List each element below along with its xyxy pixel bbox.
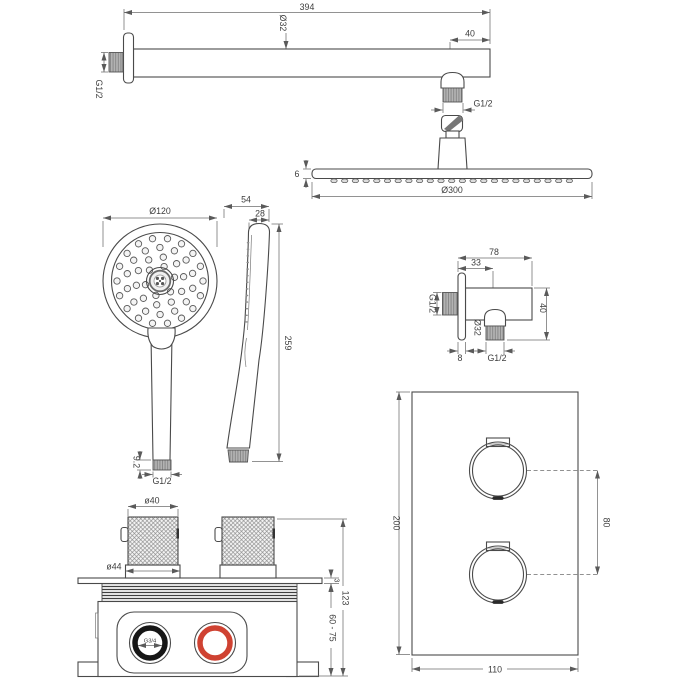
overhead-shower-drawing: 6 Ø300 bbox=[295, 160, 593, 199]
dim-arm-outlet-thread: G1/2 bbox=[473, 99, 492, 109]
dim-hand-shower-depth: 54 bbox=[241, 195, 251, 205]
left-collar bbox=[124, 564, 181, 579]
dim-hand-shower-width: 28 bbox=[255, 209, 265, 219]
dim-arm-length: 394 bbox=[300, 2, 315, 12]
dim-hand-shower-thread: G1/2 bbox=[152, 476, 171, 486]
dim-arm-wall-thread: G1/2 bbox=[94, 79, 104, 98]
top-knob-marker bbox=[492, 496, 504, 500]
dimension-lines bbox=[102, 215, 218, 247]
valve-face-panel bbox=[116, 611, 248, 674]
hand-shower-side-drawing: 54 28 259 bbox=[223, 195, 293, 463]
right-knob bbox=[221, 516, 275, 566]
dim-outlet-inlet-thread: G1/2 bbox=[428, 294, 438, 313]
bottom-knob-marker bbox=[492, 600, 504, 604]
hand-shower-front-drawing: Ø120 9.2 G1/2 bbox=[102, 206, 218, 486]
dim-head-diameter: Ø300 bbox=[441, 185, 463, 195]
dim-arm-offset: 40 bbox=[465, 29, 475, 39]
cold-port-outer bbox=[128, 621, 172, 665]
left-knob bbox=[127, 516, 179, 566]
dim-knob-diameter: ø40 bbox=[144, 496, 159, 506]
dim-arm-diameter: Ø32 bbox=[278, 15, 288, 32]
hand-shower-nozzles bbox=[113, 235, 207, 327]
dim-plate-thickness: 3 bbox=[333, 579, 340, 583]
face-edge-line bbox=[247, 234, 252, 331]
dim-head-thickness: 6 bbox=[295, 169, 300, 179]
dimension-lines bbox=[303, 160, 593, 199]
hot-port-ring bbox=[197, 625, 233, 661]
ball-joint-neck bbox=[445, 130, 460, 139]
right-knob-tab bbox=[214, 526, 223, 543]
side-thread bbox=[227, 449, 249, 463]
shower-arm-tube bbox=[132, 48, 491, 78]
hot-port-outer bbox=[193, 621, 237, 665]
outlet-dome bbox=[483, 308, 507, 327]
arm-outlet-dome bbox=[440, 71, 465, 89]
left-knob-tab bbox=[120, 526, 129, 543]
dim-outlet-offset: 33 bbox=[471, 258, 481, 268]
valve-body bbox=[97, 600, 298, 678]
hand-shower-side-profile bbox=[226, 222, 271, 449]
overhead-nozzles bbox=[330, 178, 573, 184]
valve-adjust-section bbox=[101, 583, 298, 602]
button-profile-line bbox=[244, 337, 247, 368]
dim-outlet-diameter: Ø32 bbox=[473, 319, 483, 336]
dim-plate-height: 200 bbox=[392, 516, 402, 531]
wall-outlet-drawing: 78 33 G1/2 Ø32 40 8 G1/2 bbox=[428, 247, 550, 363]
ball-joint-band bbox=[444, 115, 464, 132]
valve-side-tab bbox=[95, 612, 99, 639]
dimension-lines bbox=[137, 451, 182, 479]
valve-body-drawing: ø40 ø44 G3/4 3 123 60 - 75 bbox=[77, 496, 351, 678]
ceiling-arm-drawing: 394 Ø32 40 G1/2 G1/2 bbox=[94, 2, 493, 170]
right-knob-tick bbox=[272, 528, 275, 539]
right-collar bbox=[219, 564, 277, 579]
head-stem bbox=[437, 137, 468, 170]
dim-install-depth: 60 - 75 bbox=[328, 614, 338, 641]
dim-knob-spacing: 80 bbox=[602, 518, 612, 528]
hand-shower-handle bbox=[150, 334, 173, 461]
hub-outer-ring bbox=[145, 266, 175, 296]
dim-hand-shower-thread-length: 9.2 bbox=[132, 456, 142, 468]
outlet-thread bbox=[485, 325, 505, 341]
hand-shower-thread bbox=[152, 459, 172, 471]
dim-hand-shower-diameter: Ø120 bbox=[149, 206, 171, 216]
dim-connection-thread: G3/4 bbox=[144, 639, 157, 645]
outlet-flange bbox=[457, 272, 467, 341]
wall-thread bbox=[108, 52, 124, 73]
left-knob-tick bbox=[176, 528, 179, 539]
cover-plate bbox=[411, 391, 579, 656]
bottom-knob-inner bbox=[471, 548, 525, 601]
outlet-inlet-thread bbox=[442, 292, 458, 316]
dim-outlet-flange: 8 bbox=[458, 353, 463, 363]
dim-valve-height: 123 bbox=[341, 591, 351, 606]
side-nozzle-ticks bbox=[245, 242, 250, 323]
top-knob-inner bbox=[471, 444, 525, 497]
dim-outlet-height: 40 bbox=[538, 303, 548, 313]
arm-outlet-thread bbox=[442, 87, 463, 103]
dim-hand-shower-length: 259 bbox=[283, 336, 293, 351]
valve-plate bbox=[77, 577, 323, 585]
hub-dots bbox=[155, 276, 165, 286]
dim-collar-diameter: ø44 bbox=[106, 562, 121, 572]
dim-outlet-width: 78 bbox=[489, 247, 499, 257]
dim-plate-width: 110 bbox=[488, 665, 502, 675]
cover-plate-drawing: 200 110 80 bbox=[392, 391, 612, 675]
dim-outlet-thread: G1/2 bbox=[487, 353, 506, 363]
mode-button bbox=[147, 327, 176, 350]
overhead-plate bbox=[311, 168, 593, 180]
wall-flange bbox=[122, 32, 135, 84]
